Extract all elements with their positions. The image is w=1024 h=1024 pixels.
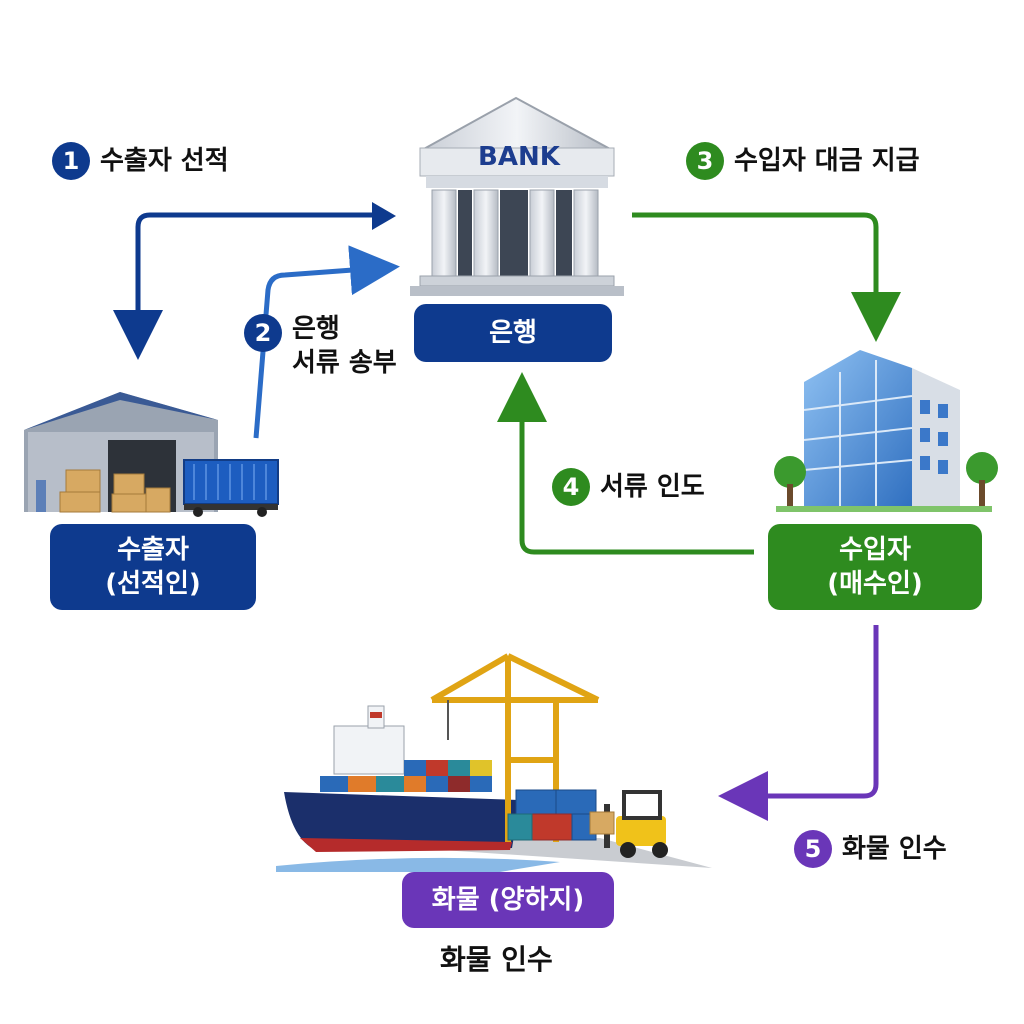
cargo-caption: 화물 인수	[440, 943, 553, 976]
arrow-step1-head-top	[372, 202, 396, 230]
importer-node-line2: (매수인)	[827, 569, 923, 599]
step-3-number-badge: 3	[686, 142, 724, 180]
arrow-step5	[718, 625, 879, 821]
step-1-number-badge: 1	[52, 142, 90, 180]
step-2-label-line1: 은행	[292, 314, 340, 344]
container-icon	[183, 459, 279, 517]
step-5: 5 화물 인수	[794, 830, 947, 868]
exporter-node-line2: (선적인)	[105, 569, 201, 599]
office-building-icon	[774, 350, 998, 512]
port-scene	[276, 653, 712, 872]
step-2-number-badge: 2	[244, 314, 282, 352]
step-1: 1 수출자 선적	[52, 142, 229, 180]
step-3-label: 수입자 대금 지급	[734, 146, 920, 176]
exporter-node-line1: 수출자	[117, 535, 189, 565]
cargo-node: 화물 (양하지)	[402, 872, 614, 928]
step-2-label: 은행 서류 송부	[292, 312, 397, 380]
arrow-step4	[497, 372, 754, 555]
forklift-icon	[589, 790, 668, 858]
arrow-step1	[113, 212, 388, 360]
arrow-step2	[253, 245, 400, 439]
step-2-label-line2: 서류 송부	[292, 348, 397, 378]
bank-building-icon	[410, 96, 624, 296]
step-3: 3 수입자 대금 지급	[686, 142, 920, 180]
bank-sign: BANK	[478, 142, 560, 172]
importer-node: 수입자 (매수인)	[768, 524, 982, 610]
step-5-label: 화물 인수	[842, 834, 947, 864]
importer-node-line1: 수입자	[839, 535, 911, 565]
step-2: 2 은행 서류 송부	[244, 312, 397, 380]
step-4-label: 서류 인도	[600, 472, 705, 502]
bank-node: 은행	[414, 304, 612, 362]
cargo-node-label: 화물 (양하지)	[431, 885, 585, 915]
step-1-label: 수출자 선적	[100, 146, 229, 176]
exporter-node: 수출자 (선적인)	[50, 524, 256, 610]
arrow-step3	[632, 212, 901, 342]
step-4-number-badge: 4	[552, 468, 590, 506]
cargo-ship-icon	[284, 705, 520, 852]
step-4: 4 서류 인도	[552, 468, 705, 506]
bank-node-label: 은행	[489, 318, 537, 348]
step-5-number-badge: 5	[794, 830, 832, 868]
